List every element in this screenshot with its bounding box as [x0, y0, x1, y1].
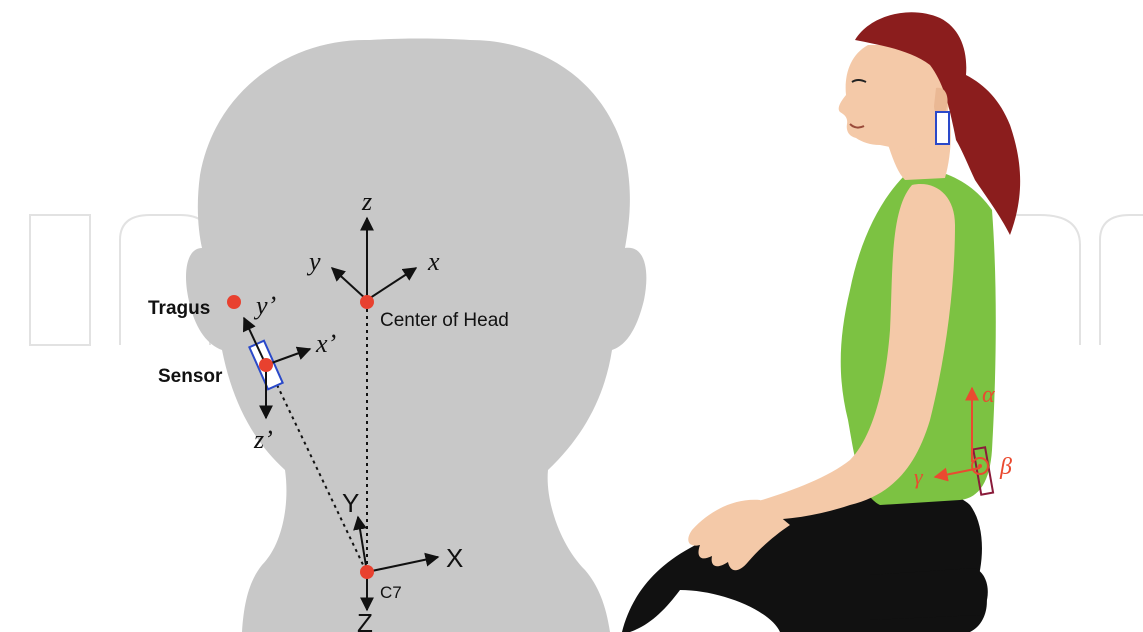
head-y-label: y: [306, 247, 321, 276]
beta-axis-dot: [978, 464, 982, 468]
tragus-marker: [227, 295, 241, 309]
sensor-x-label: x’: [315, 329, 336, 358]
head-diagram: z y x Center of Head Tragus y’ x’ z’ Sen…: [148, 39, 646, 632]
center-of-head-label: Center of Head: [380, 310, 509, 331]
c7-y-label: Y: [342, 488, 359, 518]
c7-marker: [360, 565, 374, 579]
sensor-y-label: y’: [253, 291, 276, 320]
gamma-label: γ: [914, 464, 924, 489]
seated-figure: α β γ: [622, 12, 1020, 632]
c7-z-label: Z: [357, 608, 373, 632]
sensor-marker: [259, 358, 273, 372]
tragus-label: Tragus: [148, 298, 210, 319]
seat-cushion: [870, 568, 988, 620]
ear-sensor-box: [936, 112, 949, 144]
sensor-z-label: z’: [253, 425, 273, 454]
c7-x-label: X: [446, 543, 463, 573]
alpha-label: α: [982, 382, 995, 408]
head-x-label: x: [427, 247, 440, 276]
c7-label: C7: [380, 583, 402, 602]
head-z-label: z: [361, 187, 372, 216]
head-silhouette: [186, 39, 646, 632]
sensor-label: Sensor: [158, 366, 223, 387]
center-of-head-marker: [360, 295, 374, 309]
beta-label: β: [999, 454, 1012, 480]
